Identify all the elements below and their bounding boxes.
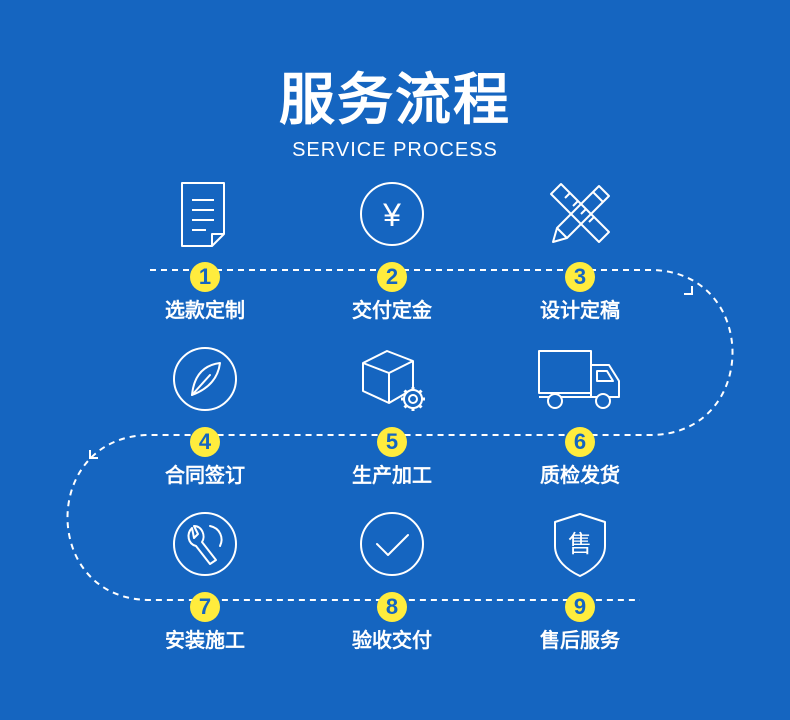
- step-number-badge: 9: [565, 592, 595, 622]
- step-1: 1 选款定制: [110, 180, 300, 350]
- page-title: 服务流程: [279, 68, 511, 133]
- feather-pen-icon: [170, 345, 240, 415]
- flow-arrow-down-right-icon: [684, 286, 693, 295]
- step-number-badge: 1: [190, 262, 220, 292]
- step-label: 验收交付: [352, 628, 432, 652]
- yen-sign: ¥: [382, 197, 401, 233]
- document-icon: [170, 180, 240, 250]
- step-5: 5 生产加工: [297, 345, 487, 515]
- step-label: 生产加工: [352, 463, 432, 487]
- step-number-badge: 8: [377, 592, 407, 622]
- page-subtitle: SERVICE PROCESS: [292, 139, 498, 161]
- step-4: 4 合同签订: [110, 345, 300, 515]
- delivery-truck-icon: [538, 345, 620, 415]
- step-number-badge: 2: [377, 262, 407, 292]
- step-2: ¥ 2 交付定金: [297, 180, 487, 350]
- pencil-ruler-icon: [545, 180, 615, 250]
- step-label: 设计定稿: [540, 298, 620, 322]
- step-number-badge: 4: [190, 427, 220, 457]
- shield-character: 售: [568, 530, 592, 558]
- step-number-badge: 6: [565, 427, 595, 457]
- step-label: 售后服务: [540, 628, 620, 652]
- step-label: 选款定制: [165, 298, 245, 322]
- step-6: 6 质检发货: [485, 345, 675, 515]
- step-7: 7 安装施工: [110, 510, 300, 680]
- shield-service-icon: 售: [545, 510, 615, 580]
- flow-arrow-down-left-icon: [89, 450, 98, 459]
- step-number-badge: 5: [377, 427, 407, 457]
- step-number-badge: 7: [190, 592, 220, 622]
- box-gear-icon: [357, 345, 427, 415]
- step-number-badge: 3: [565, 262, 595, 292]
- step-9: 售 9 售后服务: [485, 510, 675, 680]
- step-3: 3 设计定稿: [485, 180, 675, 350]
- step-label: 合同签订: [165, 463, 245, 487]
- wrench-icon: [170, 510, 240, 580]
- step-label: 安装施工: [165, 628, 245, 652]
- step-label: 质检发货: [540, 463, 620, 487]
- step-label: 交付定金: [352, 298, 432, 322]
- checkmark-circle-icon: [357, 510, 427, 580]
- step-8: 8 验收交付: [297, 510, 487, 680]
- yen-coin-icon: ¥: [357, 180, 427, 250]
